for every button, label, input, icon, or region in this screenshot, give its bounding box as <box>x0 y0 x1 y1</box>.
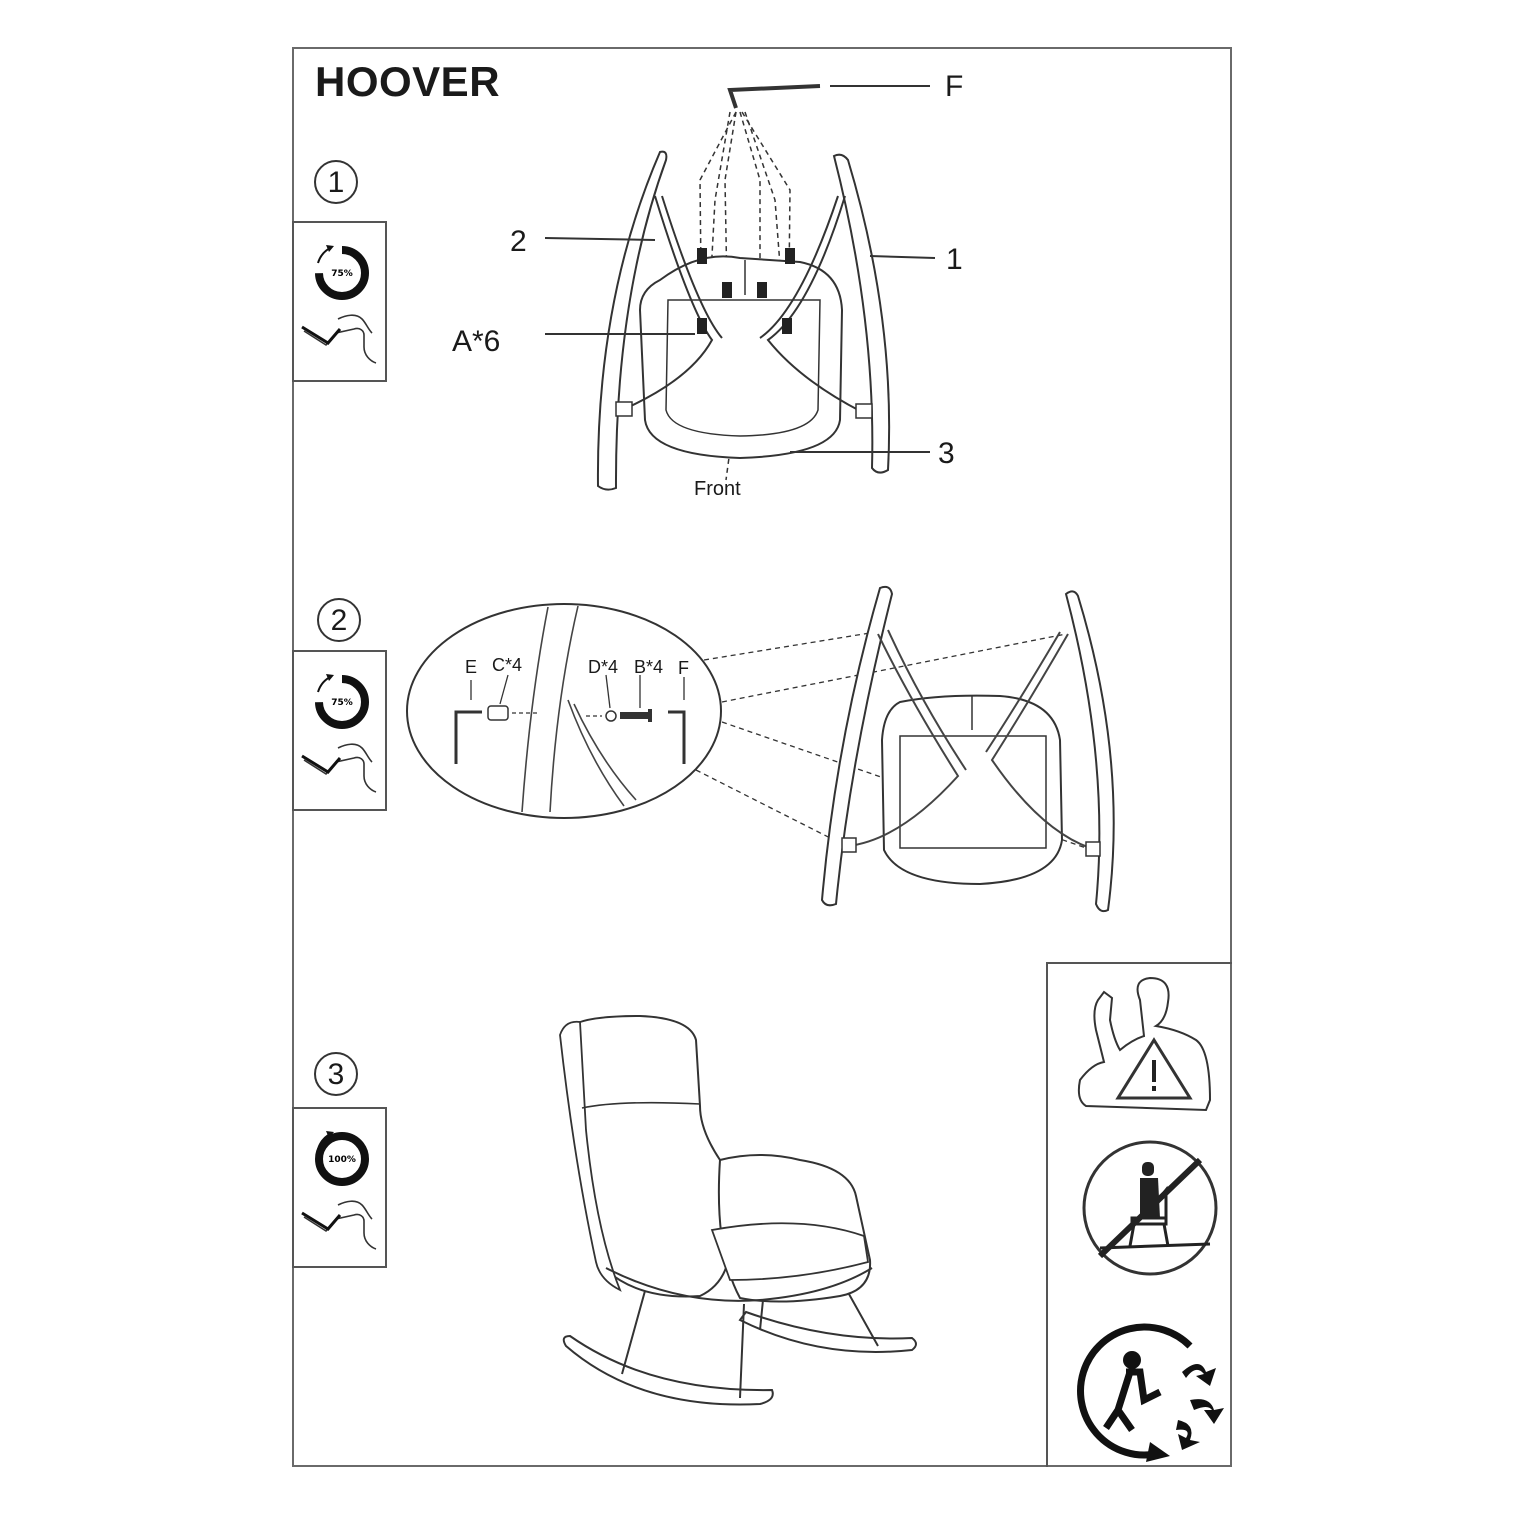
label-part-2: 2 <box>510 225 527 258</box>
hand-allen-key-icon <box>301 743 377 793</box>
recycling-icon <box>1077 1323 1224 1462</box>
label-part-f: F <box>945 70 964 103</box>
label-detail-b: B*4 <box>634 657 664 677</box>
allen-key-f-icon <box>727 84 821 109</box>
product-title: HOOVER <box>315 58 501 105</box>
step-2-tool-box: 75% <box>292 650 387 811</box>
washer-d-icon <box>605 710 617 722</box>
step-1-tool-box: 75% <box>292 221 387 382</box>
step-3-number: 3 <box>314 1052 358 1096</box>
step-2-number: 2 <box>317 598 361 642</box>
warnings-panel <box>1046 962 1232 1467</box>
detail-zoom-ellipse <box>406 603 722 819</box>
step-1-number: 1 <box>314 160 358 204</box>
bolt-b-icon <box>620 712 648 719</box>
caution-person-icon <box>1077 976 1212 1112</box>
barrel-nut-c-icon <box>487 705 509 721</box>
torque-label: 75% <box>331 698 353 708</box>
label-part-1: 1 <box>946 243 963 276</box>
label-detail-c: C*4 <box>492 655 523 675</box>
label-front: Front <box>694 478 741 500</box>
step-3-tool-box: 100% <box>292 1107 387 1268</box>
torque-gauge-icon: 100% <box>315 1131 369 1186</box>
allen-key-f-icon <box>668 710 686 764</box>
label-detail-d: D*4 <box>588 657 619 677</box>
label-detail-e: E <box>465 657 478 677</box>
torque-gauge-icon: 75% <box>315 245 369 300</box>
label-part-3: 3 <box>938 437 955 470</box>
torque-gauge-icon: 75% <box>315 674 369 729</box>
no-standing-on-chair-icon <box>1082 1140 1218 1276</box>
torque-label: 100% <box>328 1155 356 1165</box>
torque-label: 75% <box>331 269 353 279</box>
label-part-a: A*6 <box>452 325 501 358</box>
label-detail-f: F <box>678 658 689 678</box>
hand-allen-key-icon <box>301 1200 377 1250</box>
hand-allen-key-icon <box>301 314 377 364</box>
allen-key-e-icon <box>454 710 482 764</box>
